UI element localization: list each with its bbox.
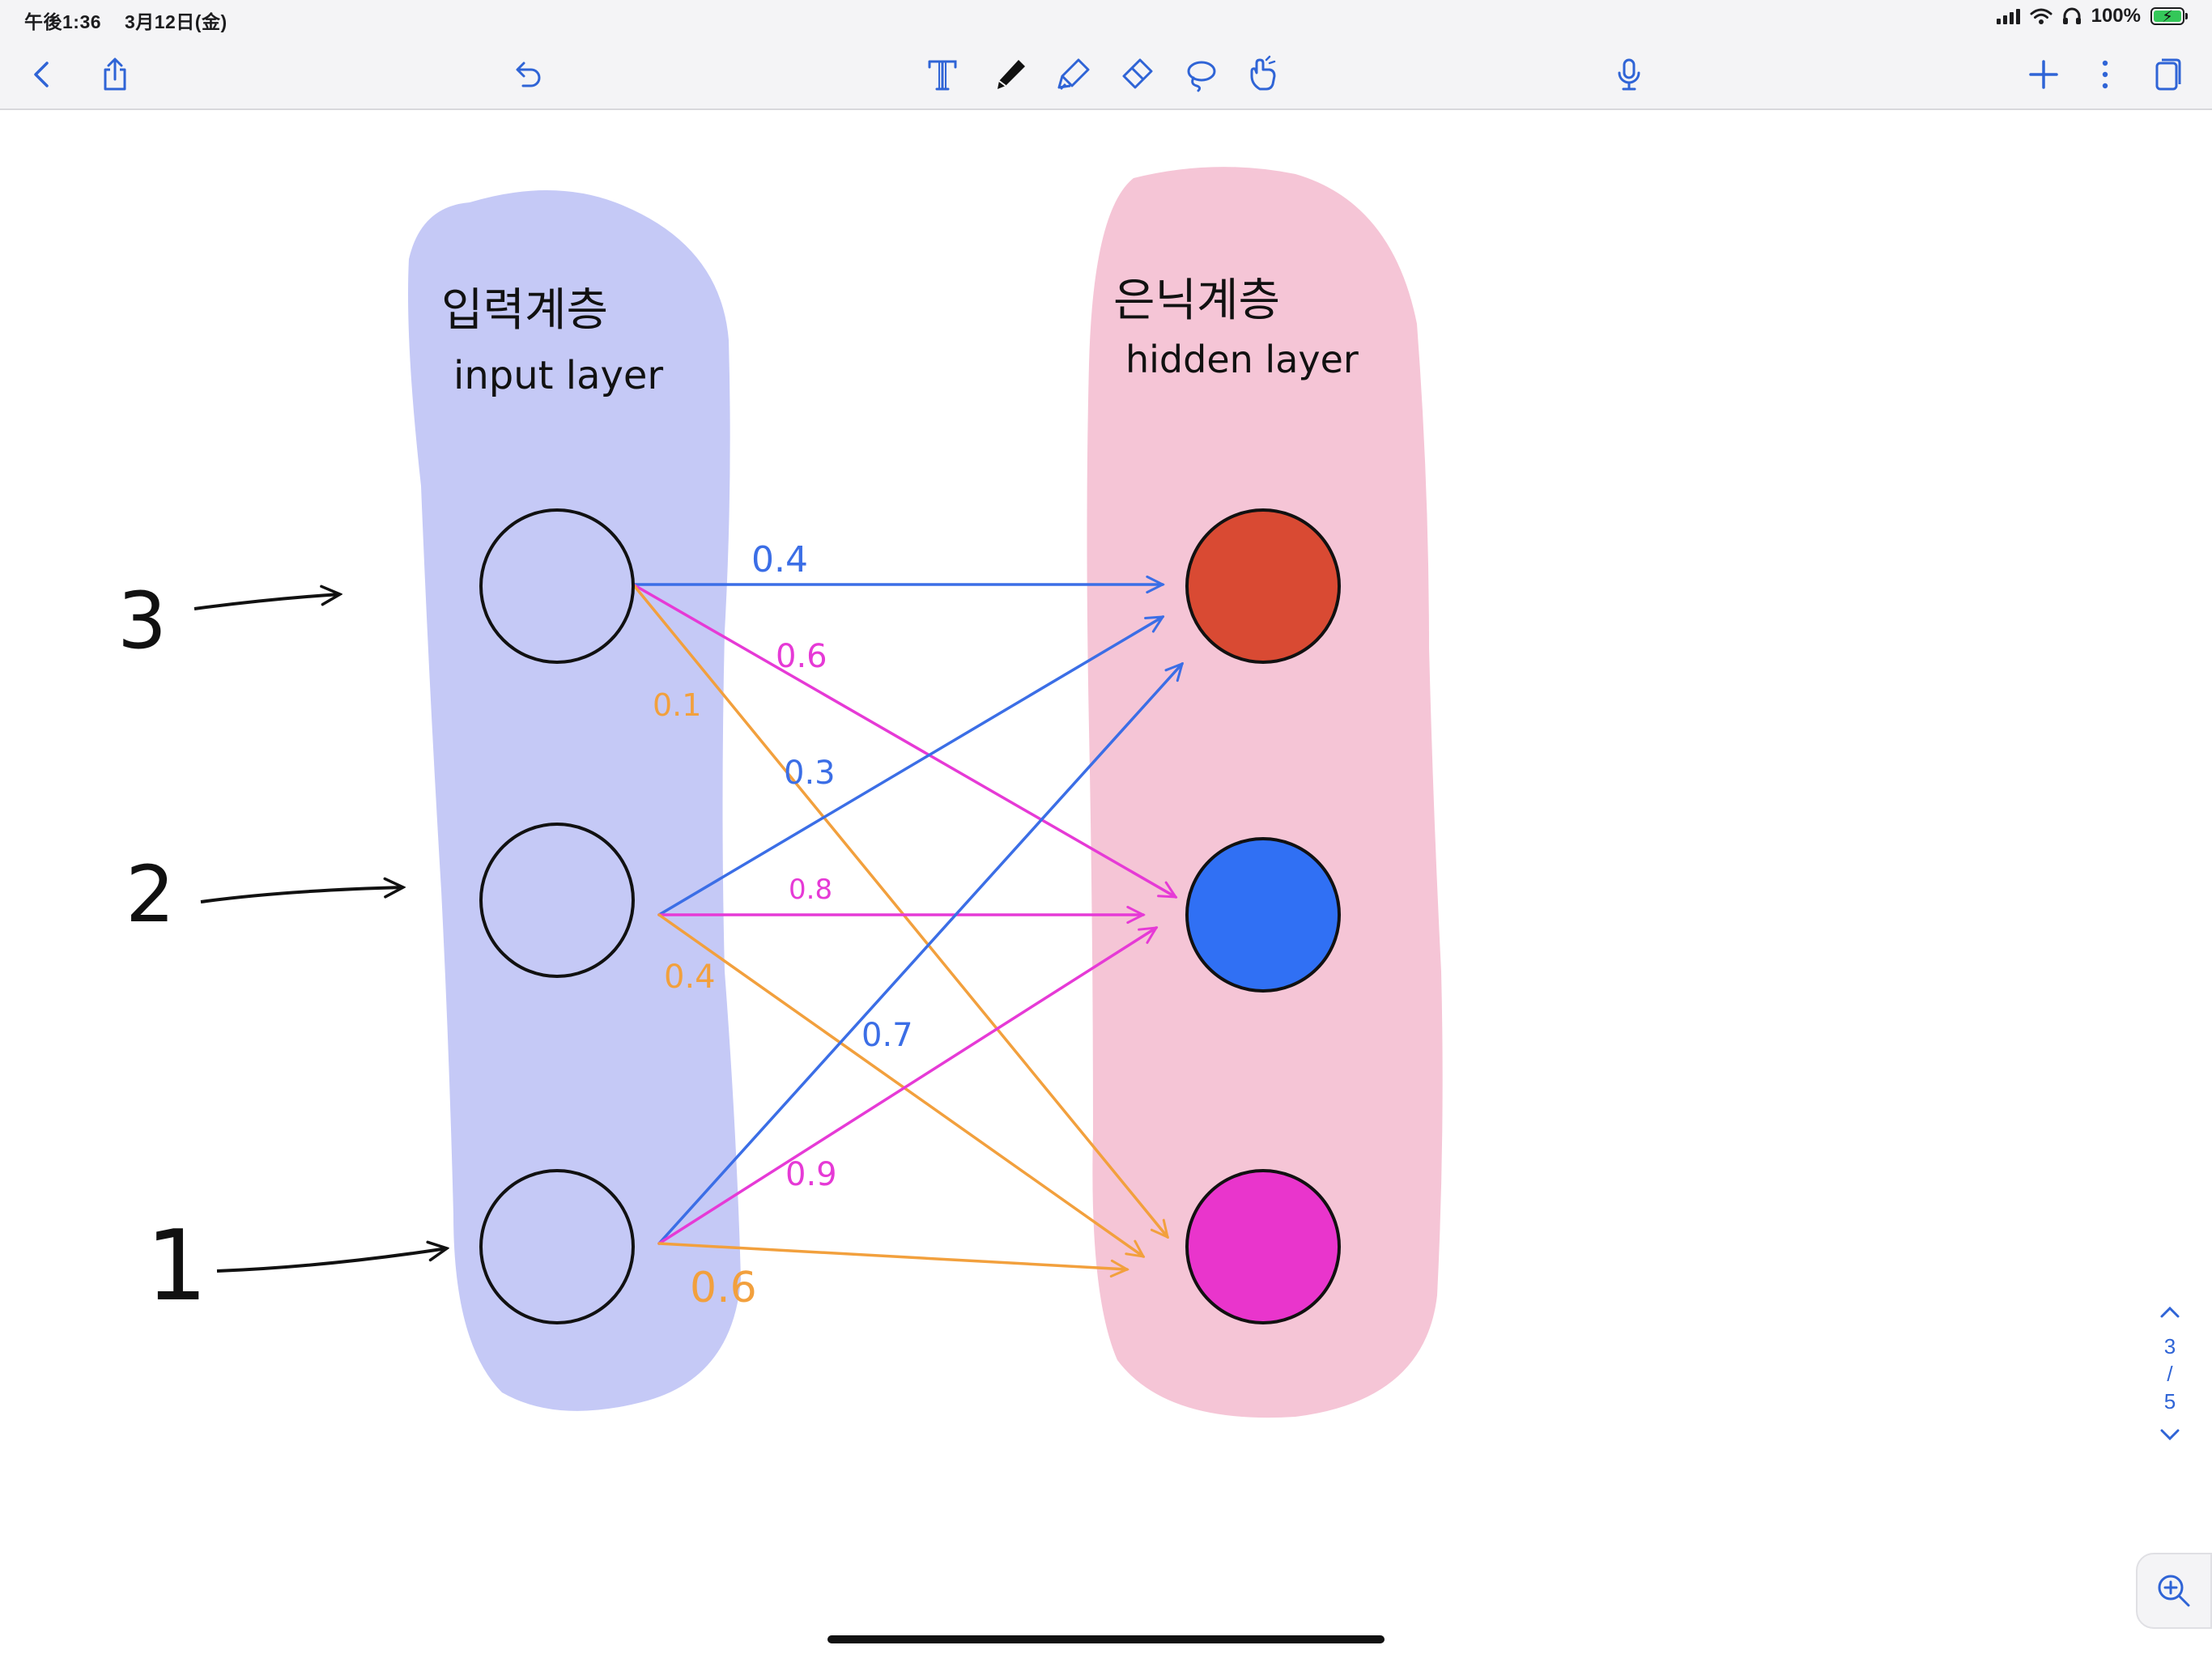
undo-icon (516, 62, 541, 87)
note-canvas[interactable]: 입력계층 input layer 은닉계층 hidden layer 3 2 1 (0, 112, 2212, 1658)
microphone-icon (1618, 58, 1640, 91)
hidden-layer-highlight (1087, 167, 1443, 1418)
hidden-layer-title-english: hidden layer (1125, 338, 1359, 381)
weight-n2-h3: 0.4 (664, 959, 716, 996)
text-tool-icon (928, 60, 957, 91)
weight-n1-h2: 0.9 (785, 1156, 837, 1193)
microphone-button[interactable] (1605, 50, 1653, 99)
toolbar (0, 39, 2212, 110)
weight-n3-h1: 0.4 (751, 539, 808, 580)
lasso-tool-button[interactable] (1176, 50, 1224, 99)
zoom-in-icon (2158, 1575, 2190, 1607)
more-button[interactable] (2081, 50, 2129, 99)
text-tool-button[interactable] (918, 50, 967, 99)
highlighter-icon (1057, 58, 1090, 91)
edge-n2-h1 (657, 615, 1163, 916)
status-bar: 午後1:36 3月12日(金) 100% ⚡ (0, 0, 2212, 39)
weight-n2-h2: 0.8 (789, 874, 832, 906)
current-page-number: 3 (2163, 1334, 2176, 1358)
lasso-icon (1187, 61, 1216, 92)
weight-n3-h2: 0.6 (776, 638, 827, 675)
pages-icon (2155, 58, 2181, 91)
pen-tool-button[interactable] (986, 50, 1035, 99)
status-date: 3月12日(金) (124, 11, 228, 32)
input-node-2[interactable] (479, 823, 635, 978)
total-page-count: 5 (2163, 1389, 2176, 1414)
weight-n2-h1: 0.3 (784, 755, 836, 792)
input-value-3: 3 (117, 576, 167, 666)
hidden-layer-title-korean: 은닉계층 (1113, 274, 1280, 327)
weight-labels: 0.4 0.6 0.1 0.3 0.8 0.4 0.7 0.9 0.6 (653, 539, 913, 1312)
edge-n3-h2 (632, 583, 1176, 899)
headphones-icon (2062, 7, 2081, 24)
weight-n3-h3: 0.1 (653, 687, 701, 723)
eraser-tool-button[interactable] (1112, 50, 1161, 99)
input-arrow-2 (200, 887, 403, 903)
chevron-down-icon (2160, 1429, 2180, 1441)
previous-page-button[interactable] (2144, 1299, 2196, 1333)
eraser-icon (1122, 58, 1153, 89)
zoom-button[interactable] (2136, 1553, 2212, 1629)
next-page-button[interactable] (2144, 1422, 2196, 1455)
edge-n1-h3 (657, 1242, 1127, 1269)
page-navigator: 3 / 5 (2144, 1299, 2196, 1494)
undo-button[interactable] (504, 50, 552, 99)
battery-icon: ⚡ (2150, 7, 2188, 26)
input-value-2: 2 (125, 849, 175, 940)
edges (632, 583, 1182, 1269)
input-arrow-3 (194, 594, 340, 610)
share-button[interactable] (91, 50, 139, 99)
input-value-1: 1 (146, 1210, 207, 1323)
hidden-node-2[interactable] (1185, 837, 1341, 993)
hidden-node-1[interactable] (1185, 508, 1341, 664)
back-button[interactable] (18, 50, 66, 99)
back-icon (34, 62, 49, 87)
add-icon (2029, 60, 2058, 89)
status-time: 午後1:36 (24, 11, 102, 32)
hand-tool-button[interactable] (1239, 50, 1287, 99)
status-time-date: 午後1:36 3月12日(金) (24, 6, 245, 34)
add-button[interactable] (2019, 50, 2068, 99)
status-indicators: 100% ⚡ (1996, 5, 2188, 28)
home-indicator[interactable] (827, 1635, 1385, 1643)
input-node-1[interactable] (479, 1169, 635, 1324)
edge-n2-h3 (657, 913, 1143, 1256)
battery-percent: 100% (2091, 5, 2141, 27)
wifi-icon (2030, 8, 2052, 24)
page-separator: / (2167, 1362, 2173, 1386)
edge-n3-h3 (632, 583, 1168, 1237)
pen-icon (998, 60, 1025, 89)
highlighter-tool-button[interactable] (1049, 50, 1098, 99)
edge-n1-h2 (657, 928, 1156, 1245)
edge-n1-h1 (657, 664, 1182, 1245)
more-icon (2102, 60, 2108, 89)
hand-pointer-icon (1250, 55, 1276, 91)
pages-button[interactable] (2144, 50, 2193, 99)
chevron-up-icon (2160, 1306, 2180, 1318)
hidden-node-3[interactable] (1185, 1169, 1341, 1324)
input-layer-highlight (408, 190, 741, 1411)
input-layer-title-korean: 입력계층 (441, 284, 608, 337)
input-node-3[interactable] (479, 508, 635, 664)
cellular-signal-icon (1996, 8, 2020, 24)
share-icon (104, 57, 126, 91)
input-layer-title-english: input layer (453, 353, 663, 398)
weight-n1-h3: 0.6 (690, 1264, 757, 1312)
input-arrow-1 (216, 1248, 447, 1273)
weight-n1-h1: 0.7 (861, 1017, 913, 1054)
diagram: 입력계층 input layer 은닉계층 hidden layer 3 2 1 (117, 167, 1443, 1418)
